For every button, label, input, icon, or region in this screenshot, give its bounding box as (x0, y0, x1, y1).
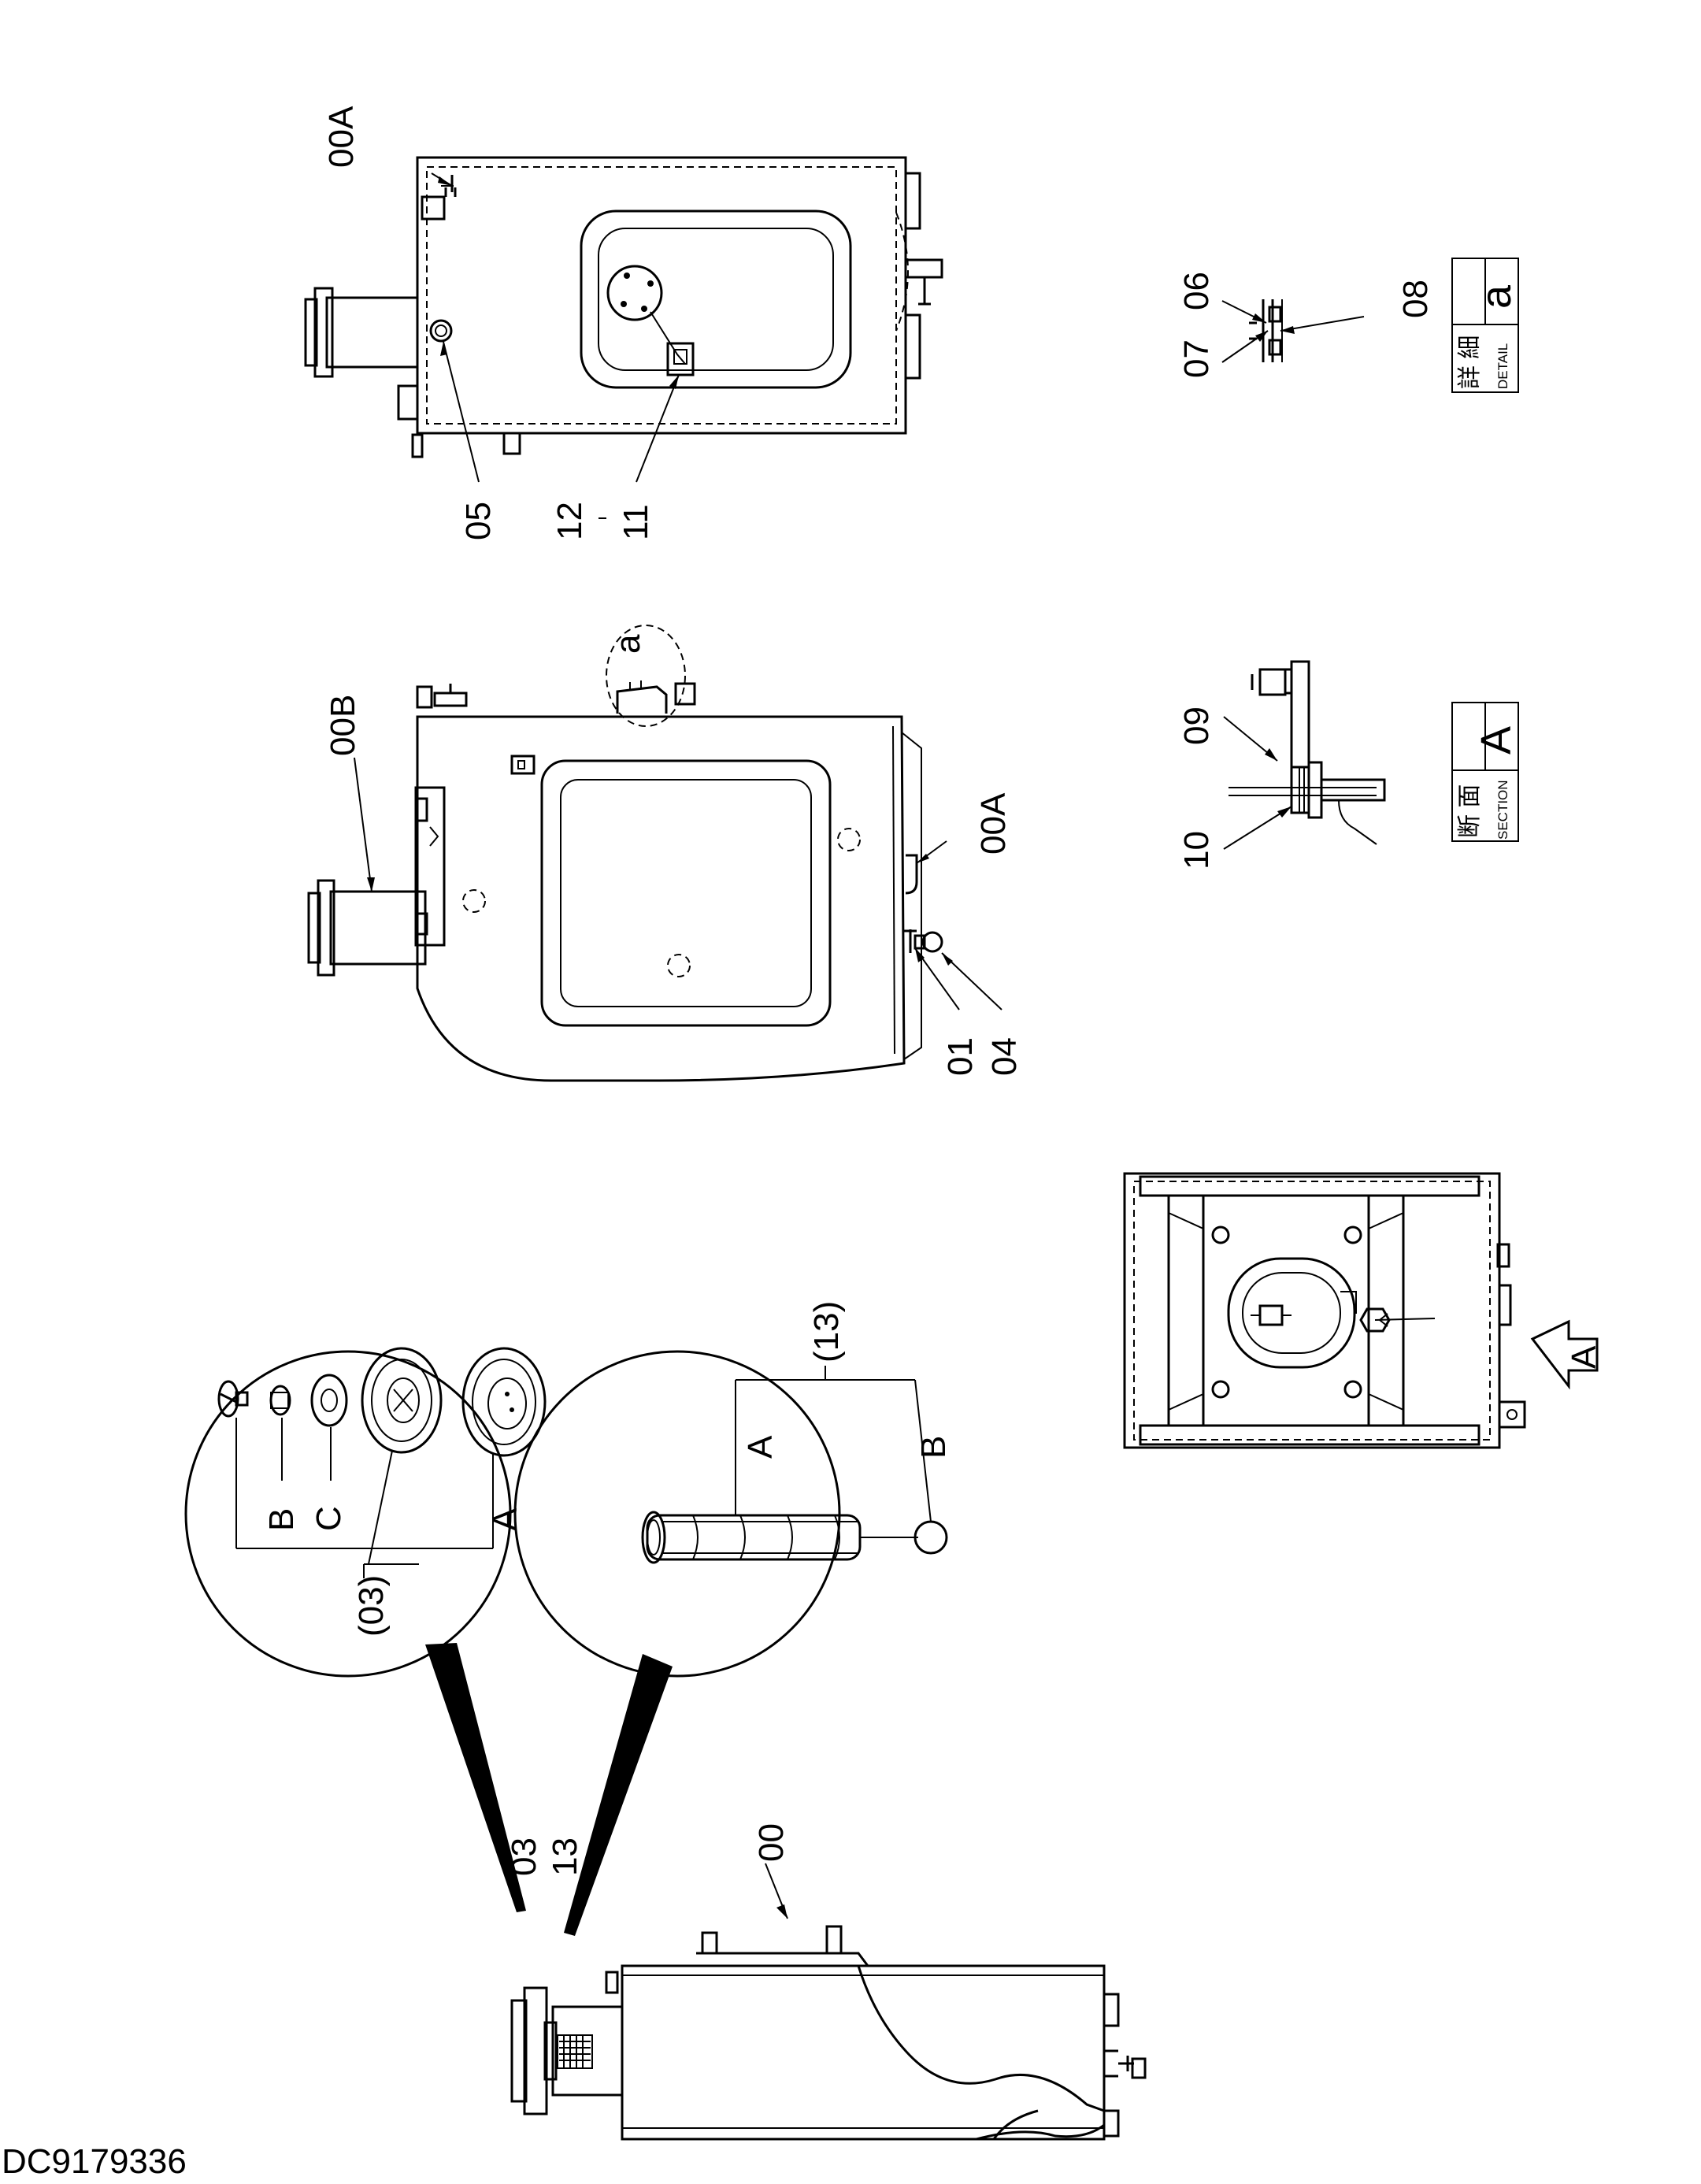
callout-09: 09 (1177, 706, 1216, 745)
cap-callout-B: B (262, 1508, 301, 1531)
section-a-callouts: 09 10 (1177, 706, 1292, 870)
side-view-callouts: 00B a 00A 01 04 (324, 634, 1024, 1076)
section-a-view (1228, 660, 1386, 845)
section-letter: A (1473, 726, 1520, 755)
section-a-title-block: 断 面 SECTION A (1451, 702, 1520, 842)
section-word: SECTION (1495, 780, 1510, 840)
callout-10: 10 (1177, 831, 1216, 870)
callout-11: 11 (617, 504, 655, 540)
callout-a: a (609, 634, 647, 654)
section-kanji: 断 面 (1457, 784, 1483, 838)
strainer-pointer (564, 1654, 673, 1936)
detail-kanji: 詳 細 (1457, 336, 1483, 389)
callout-05: 05 (459, 502, 498, 540)
cap-callout-A: A (486, 1507, 524, 1531)
callout-08: 08 (1396, 280, 1435, 318)
cap-pointer (425, 1643, 526, 1912)
section-arrow-letter: A (1565, 1345, 1603, 1369)
strainer-detail: A B (13) (513, 1301, 953, 1678)
strainer-callout-A: A (741, 1435, 780, 1459)
tank-side-view (307, 625, 943, 1082)
strainer-callout-B: B (914, 1436, 953, 1459)
callout-07: 07 (1177, 339, 1216, 378)
detail-a-callouts: 06 07 08 (1177, 272, 1435, 378)
tank-cutaway-view (510, 1925, 1147, 2141)
strainer-callout-parent: (13) (807, 1301, 846, 1363)
cap-callout-parent: (03) (352, 1575, 391, 1637)
callout-00A-side: 00A (974, 792, 1013, 855)
detail-a-title-block: 詳 細 DETAIL a (1451, 258, 1520, 393)
callout-04: 04 (985, 1037, 1024, 1076)
callout-00: 00 (752, 1823, 791, 1862)
callout-00A-top: 00A (322, 106, 361, 168)
tank-view-callouts: 00 03 13 (505, 1823, 791, 1919)
tank-top-view (304, 156, 943, 458)
detail-letter: a (1473, 284, 1520, 309)
callout-01: 01 (941, 1037, 980, 1076)
detail-word: DETAIL (1495, 343, 1510, 389)
tank-bottom-view: A (1123, 1172, 1603, 1449)
callout-13: 13 (546, 1837, 584, 1876)
callout-03: 03 (505, 1837, 543, 1876)
document-id: DC9179336 (2, 2142, 187, 2181)
cap-callout-C: C (309, 1506, 348, 1531)
top-view-callouts: 00A 05 12 11 (322, 106, 680, 540)
callout-00B: 00B (324, 695, 362, 756)
detail-a-view (1249, 299, 1283, 362)
callout-12: 12 (550, 502, 589, 540)
callout-06: 06 (1177, 272, 1216, 310)
cap-detail: B C A (03) (184, 1347, 547, 1678)
